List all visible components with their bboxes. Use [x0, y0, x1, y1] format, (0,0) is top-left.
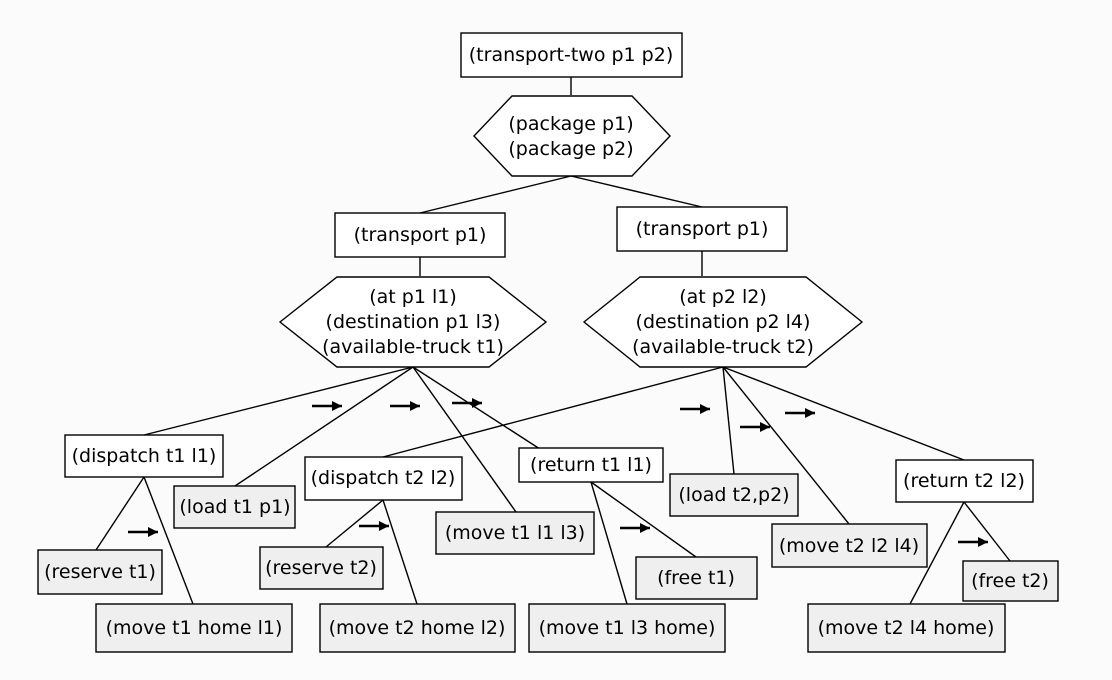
task-nodes	[64, 32, 1034, 503]
task-node-root	[460, 32, 683, 78]
edge-mr-dispatch-t2	[382, 366, 724, 458]
action-node-free-t2	[962, 560, 1059, 602]
method-node-root	[473, 95, 671, 177]
task-node-dispatch-t1	[64, 434, 224, 478]
move-t1-home-l1-label: (move t1 home l1)	[106, 617, 283, 639]
method-node-right	[582, 276, 864, 368]
labels: (transport-two p1 p2) (package p1) (pack…	[44, 44, 1049, 639]
method-left-line-2: (destination p1 l3)	[326, 311, 501, 333]
ordering-arrows	[128, 398, 988, 547]
root-label: (transport-two p1 p2)	[469, 44, 673, 66]
action-node-reserve-t2	[259, 546, 384, 590]
dispatch-t1-label: (dispatch t1 l1)	[72, 445, 217, 467]
edge-return-t2-free	[963, 501, 1011, 562]
edge-dispatch-t1-reserve	[95, 476, 145, 551]
task-node-transport-right	[616, 206, 788, 252]
action-node-reserve-t1	[37, 549, 163, 595]
edge-dispatch-t1-move-home	[143, 476, 194, 605]
move-t2-l4-home-label: (move t2 l4 home)	[818, 617, 995, 639]
task-node-return-t1	[518, 447, 664, 483]
edge-mr-return-t2	[722, 366, 965, 461]
edge-ml-load-t1	[234, 366, 414, 487]
action-node-move-t1-l1-l3	[435, 511, 595, 555]
load-t2-label: (load t2,p2)	[678, 484, 789, 506]
task-right-label: (transport p1)	[636, 218, 769, 240]
edge-return-t1-free	[590, 481, 697, 558]
method-root-line-1: (package p1)	[508, 113, 633, 135]
move-t2-home-l2-label: (move t2 home l2)	[329, 617, 506, 639]
action-node-move-t1-l3-home	[528, 603, 726, 653]
edge-ml-dispatch-t1	[143, 366, 414, 436]
edge-mr-load-t2	[722, 366, 735, 475]
method-right-line-2: (destination p2 l4)	[636, 311, 811, 333]
reserve-t1-label: (reserve t1)	[44, 561, 156, 583]
edge-mr-move-t2	[722, 366, 850, 525]
edge-ml-move-t1-l1-l3	[412, 366, 517, 513]
return-t2-label: (return t2 l2)	[903, 470, 1025, 492]
load-t1-label: (load t1 p1)	[179, 496, 290, 518]
method-node-left	[278, 276, 548, 368]
method-nodes	[278, 95, 864, 368]
action-node-load-t2	[669, 473, 799, 517]
edge-dispatch-t2-move-home	[382, 499, 418, 605]
method-root-line-2: (package p2)	[508, 138, 633, 160]
primitive-nodes	[37, 473, 1059, 653]
method-right-line-3: (available-truck t2)	[632, 336, 814, 358]
edge-method-task-left	[419, 175, 572, 214]
task-node-transport-left	[334, 212, 506, 258]
free-t2-label: (free t2)	[971, 570, 1049, 592]
task-node-dispatch-t2	[304, 456, 463, 501]
move-t2-l2-l4-label: (move t2 l2 l4)	[779, 535, 919, 557]
edge-return-t2-move-home	[909, 501, 965, 605]
action-node-move-t2-home-l2	[319, 603, 516, 653]
free-t1-label: (free t1)	[657, 567, 735, 589]
move-t1-l3-home-label: (move t1 l3 home)	[539, 617, 716, 639]
move-t1-l1-l3-label: (move t1 l1 l3)	[445, 522, 585, 544]
edge-dispatch-t2-reserve	[325, 499, 384, 548]
edge-return-t1-move-home	[590, 481, 628, 605]
action-node-load-t1	[173, 485, 296, 529]
method-left-line-3: (available-truck t1)	[322, 336, 504, 358]
method-right-line-1: (at p2 l2)	[679, 286, 767, 308]
task-left-label: (transport p1)	[354, 224, 487, 246]
edge-method-task-right	[570, 175, 703, 208]
edges	[95, 77, 1011, 605]
method-left-line-1: (at p1 l1)	[369, 286, 457, 308]
action-node-free-t1	[635, 556, 758, 600]
action-node-move-t1-home-l1	[95, 603, 293, 653]
action-node-move-t2-l4-home	[807, 603, 1006, 653]
reserve-t2-label: (reserve t2)	[265, 557, 377, 579]
return-t1-label: (return t1 l1)	[530, 454, 652, 476]
dispatch-t2-label: (dispatch t2 l2)	[311, 467, 456, 489]
action-node-move-t2-l2-l4	[771, 523, 928, 568]
task-node-return-t2	[895, 459, 1034, 503]
